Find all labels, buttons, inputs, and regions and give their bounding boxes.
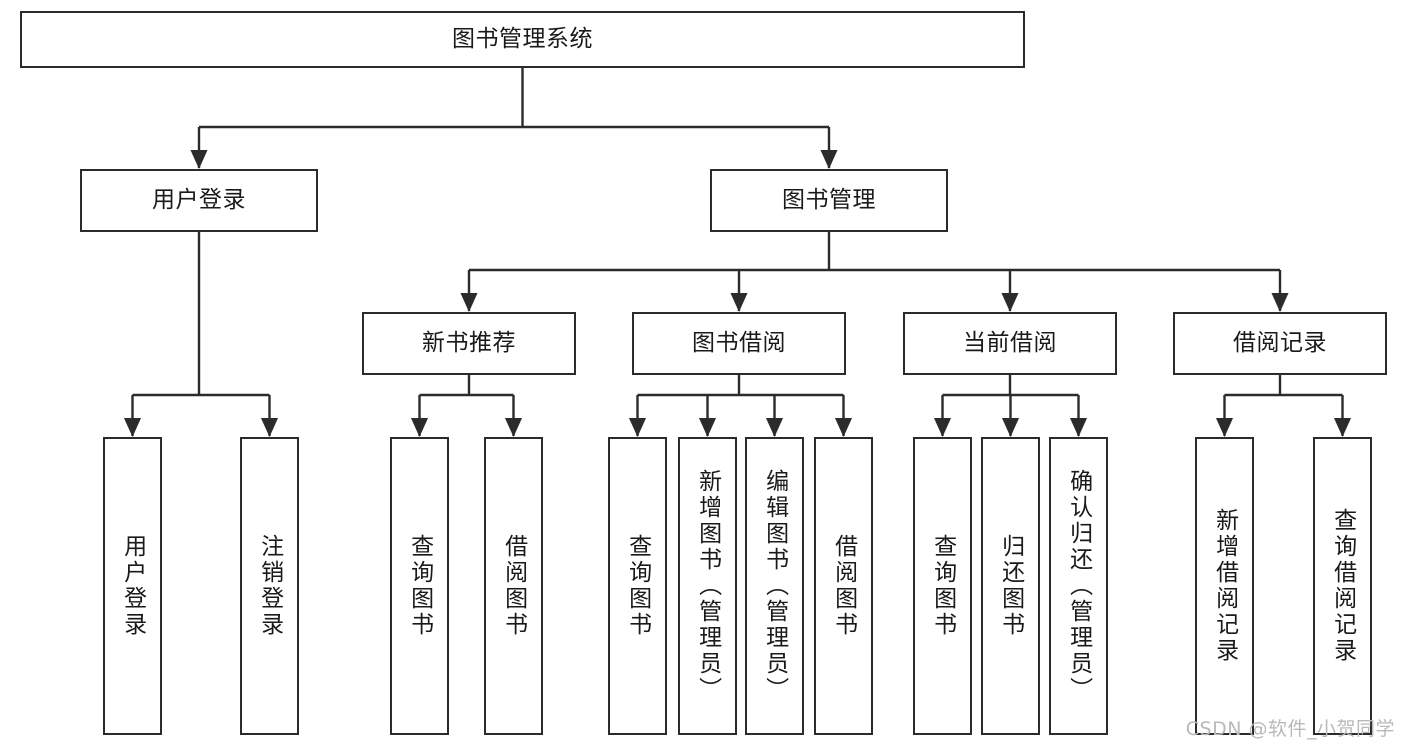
node-current-borrow[interactable]: 当前借阅	[903, 312, 1117, 375]
node-user-login[interactable]: 用户登录	[80, 169, 318, 232]
node-borrow-record[interactable]: 借阅记录	[1173, 312, 1387, 375]
node-leaf-add-book[interactable]: 新增图书（管理员）	[678, 437, 737, 735]
node-label: 编辑图书（管理员）	[761, 469, 788, 703]
node-label: 用户登录	[119, 534, 146, 638]
node-label: 归还图书	[997, 534, 1024, 638]
node-leaf-query-record[interactable]: 查询借阅记录	[1313, 437, 1372, 735]
node-new-book-rec[interactable]: 新书推荐	[362, 312, 576, 375]
node-label: 查询图书	[406, 534, 433, 638]
node-leaf-confirm-return[interactable]: 确认归还（管理员）	[1049, 437, 1108, 735]
node-book-borrow[interactable]: 图书借阅	[632, 312, 846, 375]
node-leaf-edit-book[interactable]: 编辑图书（管理员）	[745, 437, 804, 735]
node-book-manage[interactable]: 图书管理	[710, 169, 948, 232]
node-label: 新增借阅记录	[1211, 508, 1238, 664]
node-leaf-borrow-book-2[interactable]: 借阅图书	[814, 437, 873, 735]
node-label: 借阅图书	[830, 534, 857, 638]
node-label: 借阅记录	[1233, 329, 1327, 356]
node-label: 查询图书	[929, 534, 956, 638]
node-leaf-borrow-book-1[interactable]: 借阅图书	[484, 437, 543, 735]
node-leaf-query-book-1[interactable]: 查询图书	[390, 437, 449, 735]
node-leaf-query-book-3[interactable]: 查询图书	[913, 437, 972, 735]
node-leaf-query-book-2[interactable]: 查询图书	[608, 437, 667, 735]
node-leaf-logout[interactable]: 注销登录	[240, 437, 299, 735]
node-label: 借阅图书	[500, 534, 527, 638]
node-label: 图书借阅	[692, 329, 786, 356]
node-label: 图书管理系统	[452, 25, 593, 52]
node-label: 查询图书	[624, 534, 651, 638]
node-label: 新增图书（管理员）	[694, 469, 721, 703]
node-root[interactable]: 图书管理系统	[20, 11, 1025, 68]
node-label: 查询借阅记录	[1329, 508, 1356, 664]
node-label: 用户登录	[152, 186, 246, 213]
node-label: 注销登录	[256, 534, 283, 638]
node-label: 确认归还（管理员）	[1065, 469, 1092, 703]
node-leaf-return-book[interactable]: 归还图书	[981, 437, 1040, 735]
node-label: 新书推荐	[422, 329, 516, 356]
node-label: 当前借阅	[963, 329, 1057, 356]
node-leaf-add-record[interactable]: 新增借阅记录	[1195, 437, 1254, 735]
node-label: 图书管理	[782, 186, 876, 213]
node-leaf-user-login[interactable]: 用户登录	[103, 437, 162, 735]
